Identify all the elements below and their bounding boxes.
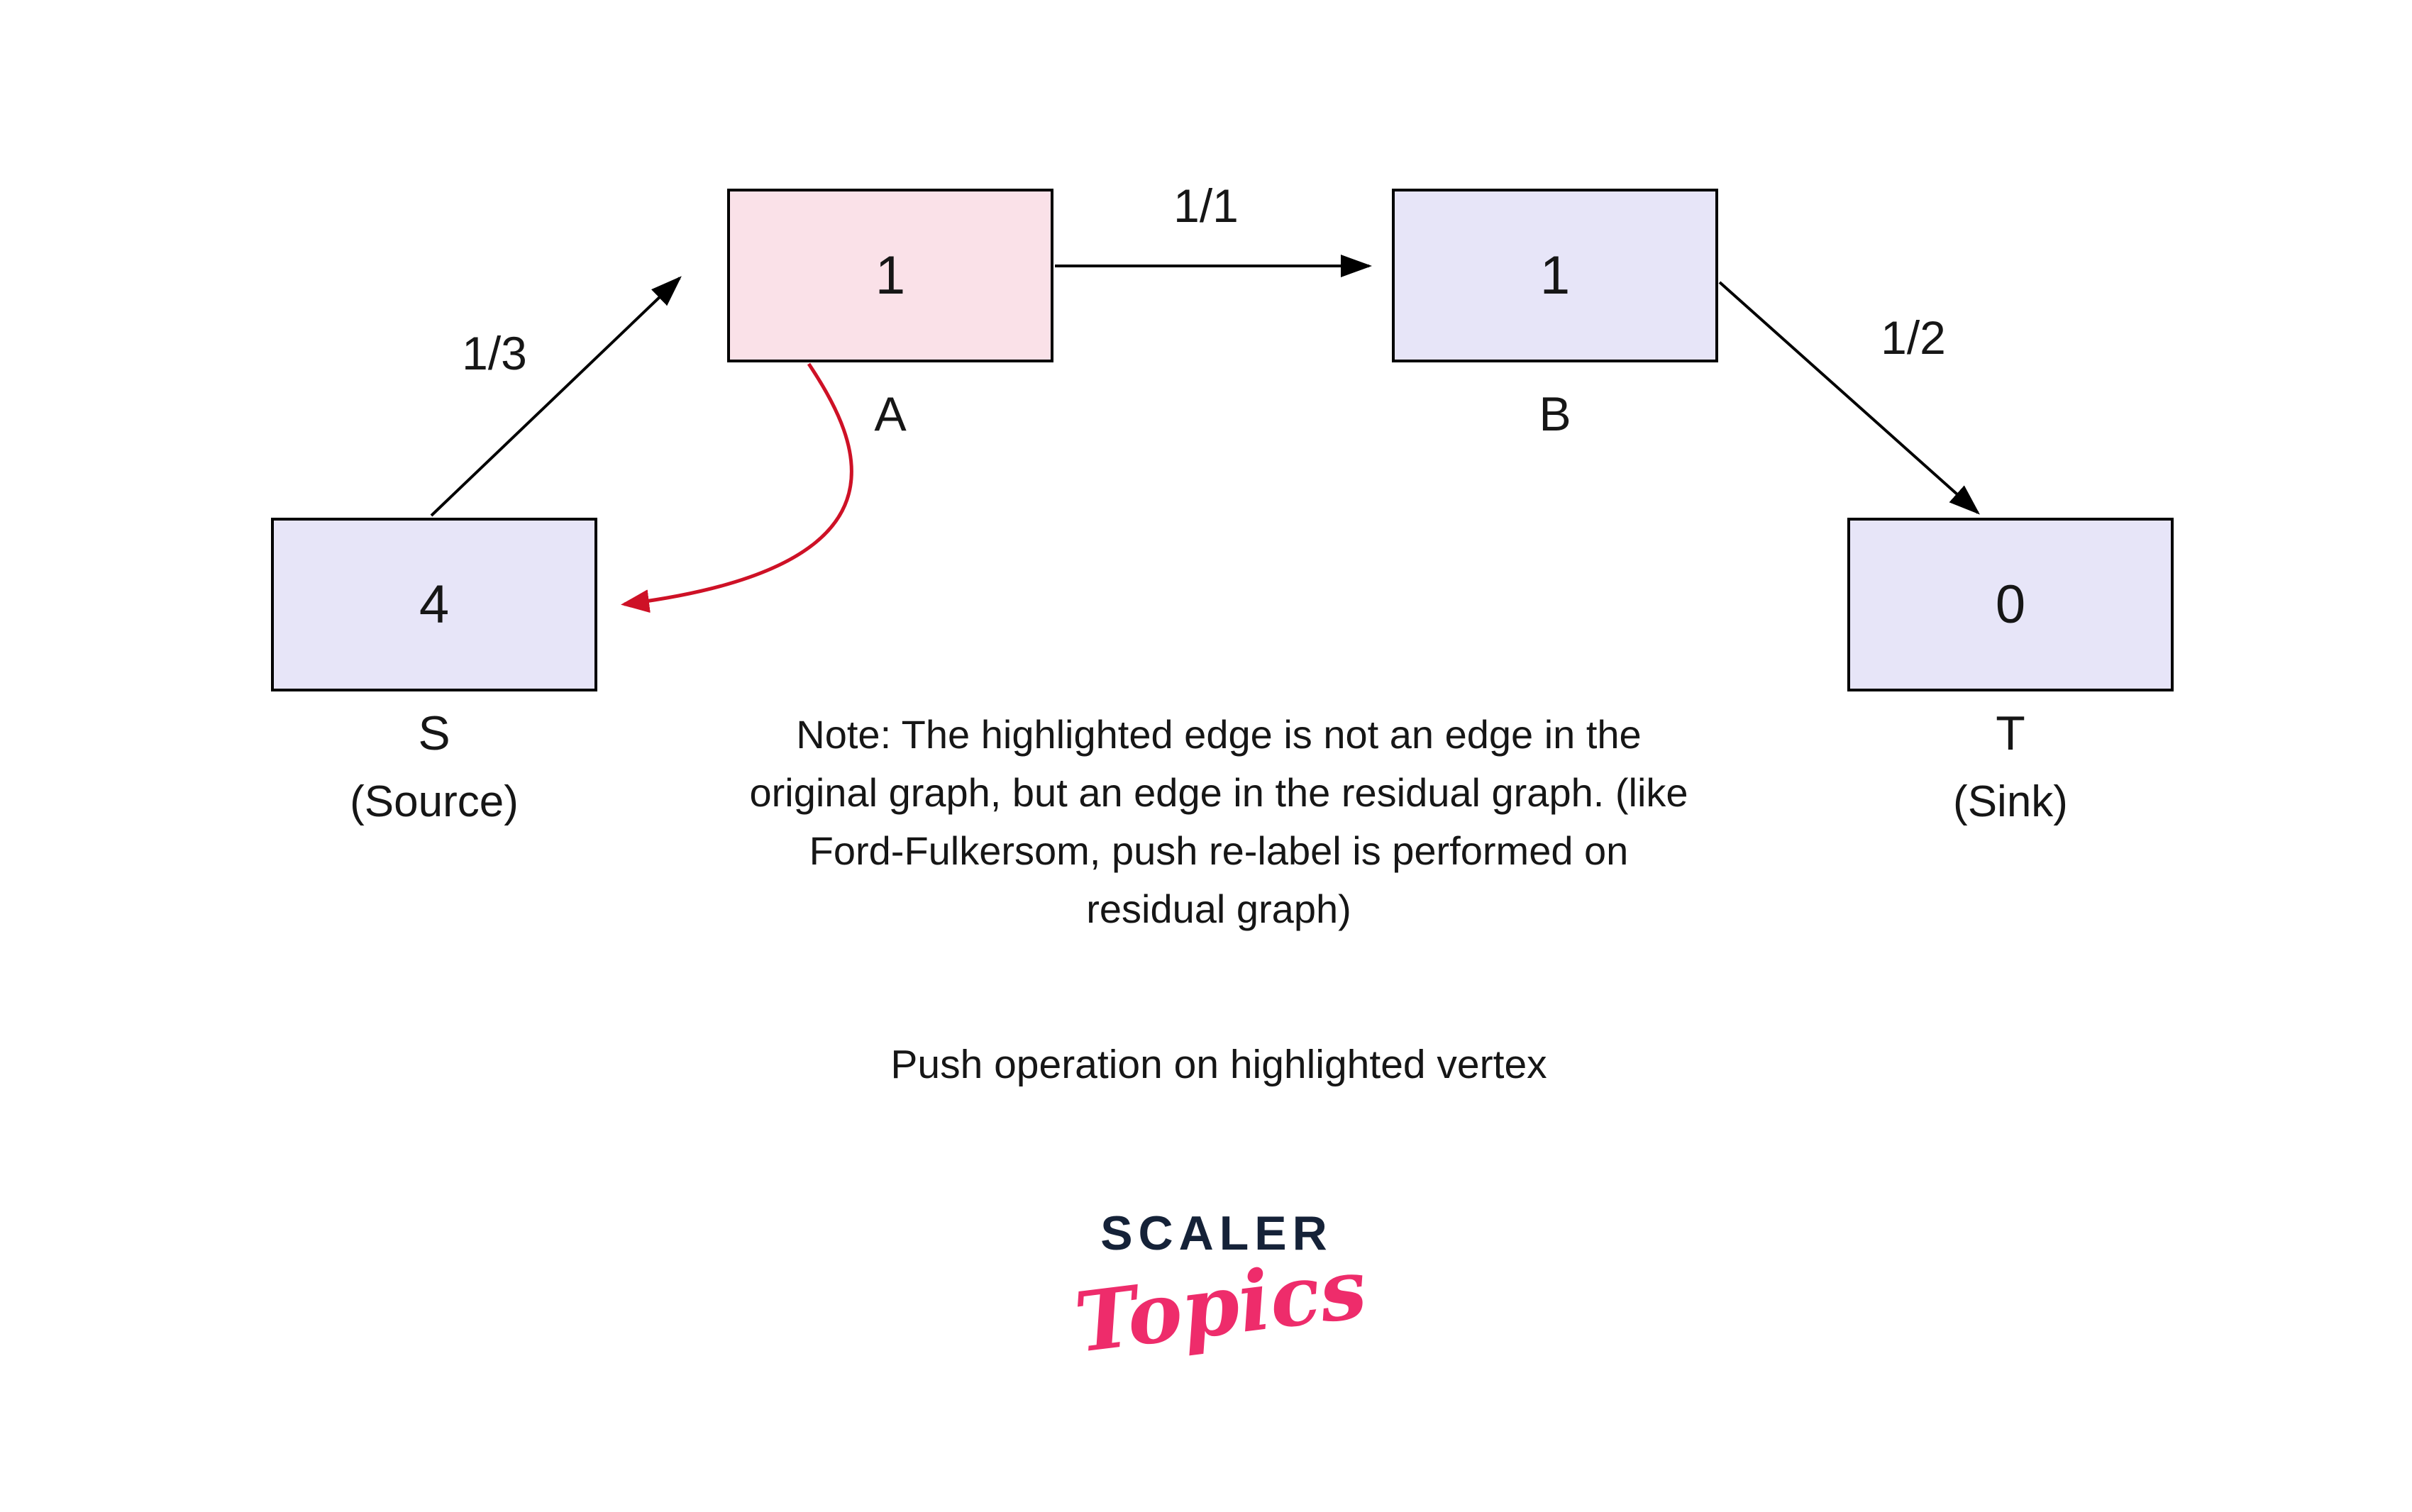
scaler-topics-logo: SCALER Topics [1070, 1206, 1371, 1372]
edge-b-to-t [1718, 281, 1980, 515]
node-t-sublabel: (Sink) [1953, 777, 2068, 826]
node-t-label: T [1996, 706, 2025, 760]
node-b-box: 1 [1392, 189, 1718, 362]
node-s-value: 4 [419, 574, 450, 635]
note-line-4: residual graph) [1086, 886, 1351, 931]
edge-a-b-capacity-label: 1/1 [1173, 179, 1239, 232]
node-a-label: A [874, 387, 907, 441]
logo-product-text: Topics [1070, 1240, 1372, 1372]
note-line-1: Note: The highlighted edge is not an edg… [796, 712, 1642, 757]
edge-s-to-a [430, 276, 682, 517]
note-line-2: original graph, but an edge in the resid… [749, 770, 1688, 815]
note-line-3: Ford-Fulkersom, push re-label is perform… [809, 828, 1629, 873]
node-s-box: 4 [271, 518, 597, 691]
edge-b-t-capacity-label: 1/2 [1881, 311, 1946, 364]
node-t-box: 0 [1847, 518, 2174, 691]
logo-brand-text: SCALER [1100, 1206, 1333, 1260]
node-s-label: S [418, 706, 450, 760]
edge-s-a-capacity-label: 1/3 [462, 327, 527, 379]
node-s-sublabel: (Source) [350, 777, 519, 826]
node-b-value: 1 [1539, 245, 1571, 306]
node-b-label: B [1539, 387, 1571, 441]
figure-caption: Push operation on highlighted vertex [890, 1042, 1547, 1087]
node-t-value: 0 [1995, 574, 2026, 635]
residual-edge-a-to-s [621, 362, 853, 613]
note-text: Note: The highlighted edge is not an edg… [651, 706, 1786, 938]
node-a-box: 1 [727, 189, 1053, 362]
node-a-value: 1 [875, 245, 906, 306]
